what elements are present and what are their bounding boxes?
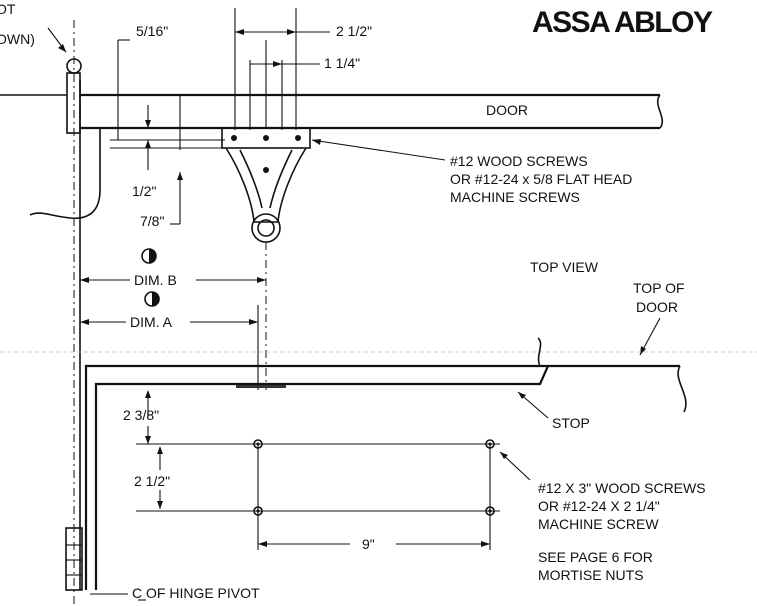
mounting-plate: [221, 127, 311, 149]
plate-screw-4: [263, 167, 269, 173]
stop-arrow: [518, 392, 526, 399]
dim-2-1-2-side-arrow-top: [157, 446, 163, 454]
dim-b-arrow-left: [80, 277, 89, 283]
top-of-door-line2: DOOR: [636, 299, 678, 315]
screw-hole-2: [485, 439, 495, 449]
pivot-hinge-top: [66, 72, 81, 134]
plate-screw-2: [263, 135, 269, 141]
door-break-lower-left: [537, 337, 542, 367]
bracket-pivot-outer: [251, 213, 281, 243]
top-screws-arrow: [312, 139, 321, 145]
arrow-1-2-top: [145, 120, 151, 128]
top-screws-leader: [311, 139, 446, 161]
top-screws-line3: MACHINE SCREWS: [450, 189, 580, 205]
top-of-door-arrow: [640, 346, 646, 355]
stop-edge: [94, 365, 550, 590]
hinge-bottom: [65, 527, 83, 591]
dim-5-16-text: 5/16": [136, 23, 168, 39]
see-page-line1: SEE PAGE 6 FOR: [538, 549, 653, 565]
bottom-screws-line1: #12 X 3" WOOD SCREWS: [538, 480, 706, 496]
arrow-1-1-4: [273, 61, 282, 67]
dim-b-text: DIM. B: [134, 272, 177, 288]
see-page-line2: MORTISE NUTS: [538, 567, 644, 583]
dim-1-2-text: 1/2": [132, 183, 156, 199]
door-label: DOOR: [486, 102, 528, 118]
pivot-leader-arrow: [58, 44, 66, 52]
dim-2-3-8-arrow-bottom: [145, 436, 151, 444]
dim-2-1-2-side-text: 2 1/2": [134, 473, 170, 489]
plate-screw-3: [295, 135, 301, 141]
dim-b-symbol: [141, 248, 157, 264]
brand-logo: ASSA ABLOY: [532, 6, 713, 39]
dim-2-3-8-text: 2 3/8": [123, 407, 159, 423]
dim-a-arrow-right: [249, 319, 258, 325]
bottom-screws-line3: MACHINE SCREW: [538, 516, 659, 532]
door-break: [656, 94, 664, 129]
plate-screw-1: [231, 135, 237, 141]
stop-plate-mark: [236, 385, 286, 388]
dim-7-8-text: 7/8": [140, 213, 164, 229]
door-edge-lower: [84, 364, 540, 590]
pivot-label-line2: OWN): [0, 31, 35, 47]
dim-2-1-2-top-text: 2 1/2": [336, 23, 372, 39]
arrow-1-2-bottom: [145, 140, 151, 148]
dim-a-arrow-left: [80, 319, 89, 325]
dim-9-text: 9": [362, 536, 375, 552]
bracket-slot-right: [269, 149, 293, 209]
frame-break: [29, 128, 101, 219]
top-screws-line1: #12 WOOD SCREWS: [450, 153, 588, 169]
stop-label: STOP: [552, 415, 590, 431]
bracket-arm: [225, 147, 307, 223]
dim-9-arrow-right: [481, 541, 490, 547]
bottom-screws-arrow: [500, 452, 508, 459]
top-of-door-line1: TOP OF: [633, 280, 685, 296]
arrow-2-1-2-left: [235, 29, 244, 35]
arrow-2-1-2-right: [287, 29, 296, 35]
dim-9-arrow-left: [258, 541, 267, 547]
screw-hole-3: [253, 506, 263, 516]
top-view-label: TOP VIEW: [530, 259, 599, 275]
dim-b-arrow-right: [257, 277, 266, 283]
door-break-lower-right: [677, 365, 687, 413]
arrow-7-8: [177, 172, 183, 180]
bracket-slot-left: [239, 149, 263, 209]
pivot-label-line1: OT: [0, 1, 16, 17]
dim-2-1-2-side-arrow-bottom: [157, 501, 163, 509]
dim-1-1-4-text: 1 1/4": [324, 55, 360, 71]
top-screws-line2: OR #12-24 x 5/8 FLAT HEAD: [450, 171, 632, 187]
dim-a-symbol: [144, 291, 160, 307]
screw-hole-4: [485, 506, 495, 516]
dim-a-text: DIM. A: [130, 314, 173, 330]
bottom-screws-line2: OR #12-24 X 2 1/4": [538, 498, 660, 514]
screw-hole-1: [253, 439, 263, 449]
dim-2-3-8-arrow-top: [145, 390, 151, 398]
hinge-pivot-label: C OF HINGE PIVOT: [132, 585, 260, 601]
bracket-pivot-inner: [257, 219, 275, 237]
